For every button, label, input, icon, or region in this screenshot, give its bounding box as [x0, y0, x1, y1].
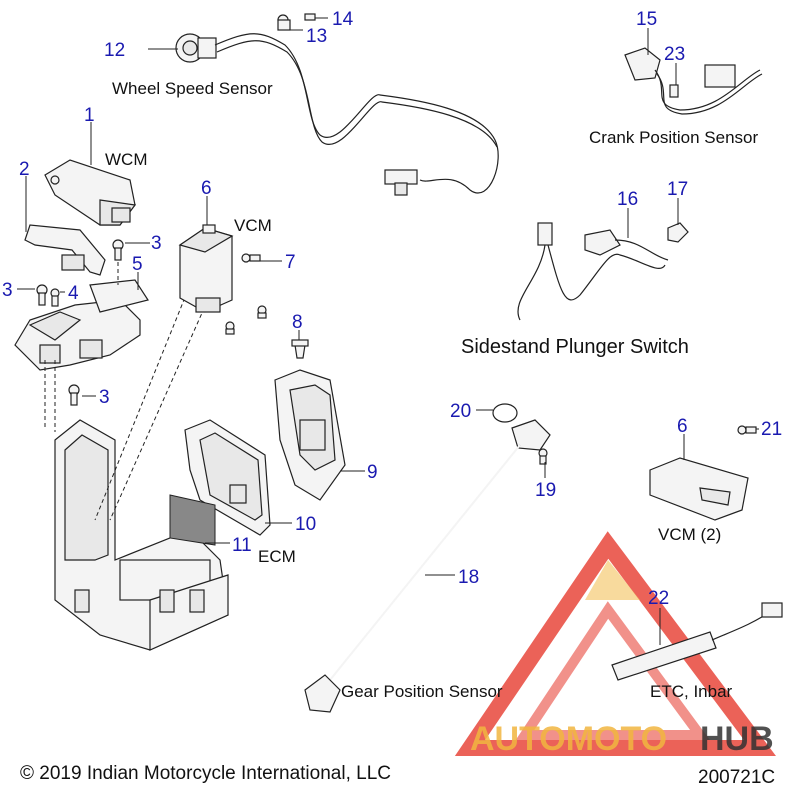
- copyright-text: © 2019 Indian Motorcycle International, …: [20, 763, 391, 784]
- footer: © 2019 Indian Motorcycle International, …: [20, 763, 775, 788]
- label-crank-position-sensor: Crank Position Sensor: [589, 128, 758, 147]
- crank-position-sensor: [624, 47, 763, 115]
- leader-lines: [17, 17, 759, 645]
- vcm-screws: [225, 253, 267, 335]
- wcm-module: [44, 159, 137, 226]
- sensor-clip: [277, 13, 316, 31]
- watermark-logo: [454, 531, 776, 756]
- callout-20: 20: [450, 401, 471, 422]
- label-vcm-2: VCM (2): [658, 525, 721, 544]
- part-labels: Wheel Speed Sensor Crank Position Sensor…: [105, 79, 758, 701]
- mounting-bracket: [54, 419, 229, 651]
- callout-11: 11: [232, 535, 252, 556]
- vcm-module: [178, 224, 234, 313]
- callout-15: 15: [636, 9, 657, 30]
- ecm-pad: [169, 494, 216, 546]
- callout-12: 12: [104, 40, 125, 61]
- callout-4: 4: [68, 283, 79, 304]
- label-ecm: ECM: [258, 547, 296, 566]
- label-wheel-speed-sensor: Wheel Speed Sensor: [112, 79, 273, 98]
- watermark-text-b: HUB: [700, 720, 774, 758]
- callout-3: 3: [99, 387, 110, 408]
- callout-3: 3: [2, 280, 13, 301]
- callout-19: 19: [535, 480, 556, 501]
- callouts: 1 2 3 3 3 4 5 6 6 7 8 9 10 11 12 13 14 1…: [2, 9, 782, 609]
- callout-10: 10: [295, 514, 316, 535]
- callout-23: 23: [664, 44, 685, 65]
- callout-3: 3: [151, 233, 162, 254]
- callout-7: 7: [285, 252, 296, 273]
- callout-5: 5: [132, 254, 143, 275]
- label-wcm: WCM: [105, 150, 147, 169]
- label-vcm: VCM: [234, 216, 272, 235]
- callout-9: 9: [367, 462, 378, 483]
- callout-21: 21: [761, 419, 782, 440]
- callout-2: 2: [19, 159, 30, 180]
- diagram-code: 200721C: [698, 767, 775, 788]
- vcm-2-module: [649, 425, 757, 521]
- callout-8: 8: [292, 312, 303, 333]
- sidestand-plunger-switch: [517, 222, 689, 321]
- ecm-bracket: [274, 369, 346, 501]
- label-etc-inbar: ETC, Inbar: [650, 682, 733, 701]
- watermark-triangle-fill: [585, 560, 640, 600]
- etc-inbar-sensor: [611, 602, 783, 681]
- callout-13: 13: [306, 26, 327, 47]
- label-gear-position-sensor: Gear Position Sensor: [341, 682, 503, 701]
- gear-position-sensor: [304, 403, 551, 713]
- callout-18: 18: [458, 567, 479, 588]
- screws: [36, 239, 124, 406]
- callout-6: 6: [677, 416, 688, 437]
- ecm-unit: [184, 419, 271, 536]
- callout-17: 17: [667, 179, 688, 200]
- watermark-text-a: AUTOMOTO: [470, 720, 667, 758]
- callout-1: 1: [84, 105, 95, 126]
- callout-22: 22: [648, 588, 669, 609]
- callout-16: 16: [617, 189, 638, 210]
- watermark-triangle-inner: [515, 601, 710, 740]
- push-fastener: [291, 339, 309, 359]
- label-sidestand-plunger-switch: Sidestand Plunger Switch: [461, 336, 689, 358]
- wcm-bracket: [24, 224, 106, 276]
- callout-6: 6: [201, 178, 212, 199]
- callout-14: 14: [332, 9, 354, 30]
- alignment-lines: [44, 255, 211, 521]
- watermark-text: AUTOMOTO HUB: [470, 720, 774, 758]
- harness-bracket: [14, 279, 149, 371]
- wheel-speed-sensor: [175, 33, 499, 196]
